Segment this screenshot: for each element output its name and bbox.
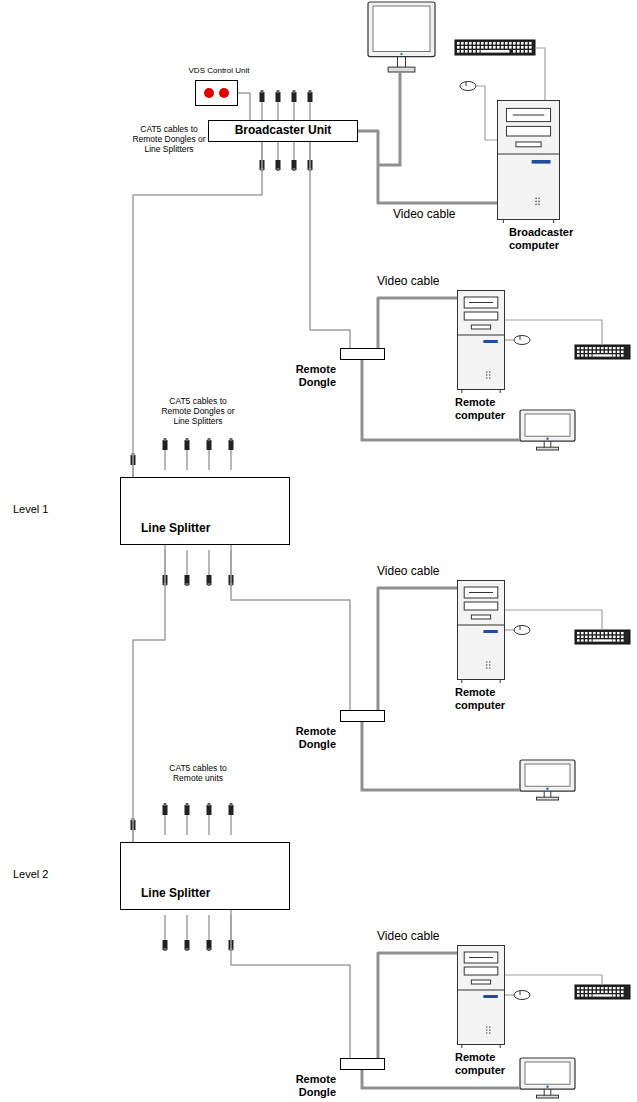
cat5-cable [133,545,165,842]
remote-dongle: Remote Dongle [340,1058,385,1070]
dongle-label: Remote Dongle [278,1073,336,1098]
mouse [514,991,530,1000]
keyboard [575,985,630,999]
cable-label: Video cable [376,565,441,579]
line-splitter: Line Splitter [120,477,290,545]
computer-label: Broadcaster computer [509,226,589,251]
video-cable [378,953,457,1058]
monitor [520,410,575,450]
cable [505,975,602,985]
cable-note: CAT5 cables to Remote Dongles or Line Sp… [158,397,238,426]
cat5-plug [207,550,212,586]
computer-label: Remote computer [455,1051,519,1076]
video-cable [358,131,497,203]
keyboard [575,630,630,644]
cable [505,629,514,630]
remote-dongle: Remote Dongle [340,348,385,360]
cat5-plug [163,803,168,835]
computer-tower [497,100,560,220]
unit-label: Broadcaster Unit [235,124,332,138]
cat5-plug [260,90,265,120]
monitor [520,760,575,800]
cat5-cable [133,142,262,477]
splitter-label: Line Splitter [141,522,211,536]
cat5-plug [292,142,297,171]
cat5-cable [231,545,350,710]
cat5-cable [238,93,250,120]
cat5-plug [185,915,190,951]
computer-tower [457,945,505,1045]
cat5-plug [229,803,234,835]
remote-computer: Remote computer [457,580,505,680]
cable [476,86,497,140]
cat5-plug [163,915,168,951]
cat5-cable [231,910,350,1058]
cat5-plug [163,438,168,470]
cable [535,48,545,100]
cat5-plug [276,90,281,120]
monitor [368,2,435,72]
cat5-plug [229,438,234,470]
mouse [514,336,530,345]
cat5-plug [276,142,281,171]
line-splitter: Line Splitter [120,842,290,910]
keyboard [575,345,630,359]
broadcaster-computer: Broadcaster computer [497,100,560,220]
cable [505,994,514,995]
cable [505,320,602,345]
indicator-lights [196,81,237,105]
cable [505,610,602,630]
remote-dongle: Remote Dongle [340,710,385,722]
cable-label: Video cable [376,930,441,944]
mouse [514,626,530,635]
cat5-plug [207,438,212,470]
dongle-label: Remote Dongle [278,363,336,388]
monitor [520,1058,575,1098]
cat5-cable [310,142,350,348]
dongle-label: Remote Dongle [278,725,336,750]
cat5-plug [292,90,297,120]
cable-note: CAT5 cables to Remote units [158,764,238,784]
video-cable [378,72,400,165]
computer-tower [457,290,505,390]
cat5-plug [185,550,190,586]
video-cable [362,722,520,790]
vds-control-unit: VDS Control Unit [195,80,238,106]
video-cable [378,298,457,348]
remote-computer: Remote computer [457,945,505,1045]
remote-computer: Remote computer [457,290,505,390]
level-label: Level 2 [12,868,74,881]
cat5-plug [185,803,190,835]
cat5-plug [207,803,212,835]
level-label: Level 1 [12,503,74,516]
mouse [460,82,476,91]
cable-label: Video cable [392,208,457,222]
computer-label: Remote computer [455,396,519,421]
cat5-plug [185,438,190,470]
cat5-plug [308,90,313,120]
broadcaster-unit: Broadcaster Unit [208,120,358,142]
computer-label: Remote computer [455,686,519,711]
video-cable [378,588,457,710]
cable-note: CAT5 cables to Remote Dongles or Line Sp… [131,125,207,154]
splitter-label: Line Splitter [141,887,211,901]
computer-tower [457,580,505,680]
keyboard [455,40,535,55]
cat5-plug [207,915,212,951]
cable-label: Video cable [376,275,441,289]
unit-label: VDS Control Unit [186,66,252,75]
cable [505,339,514,340]
